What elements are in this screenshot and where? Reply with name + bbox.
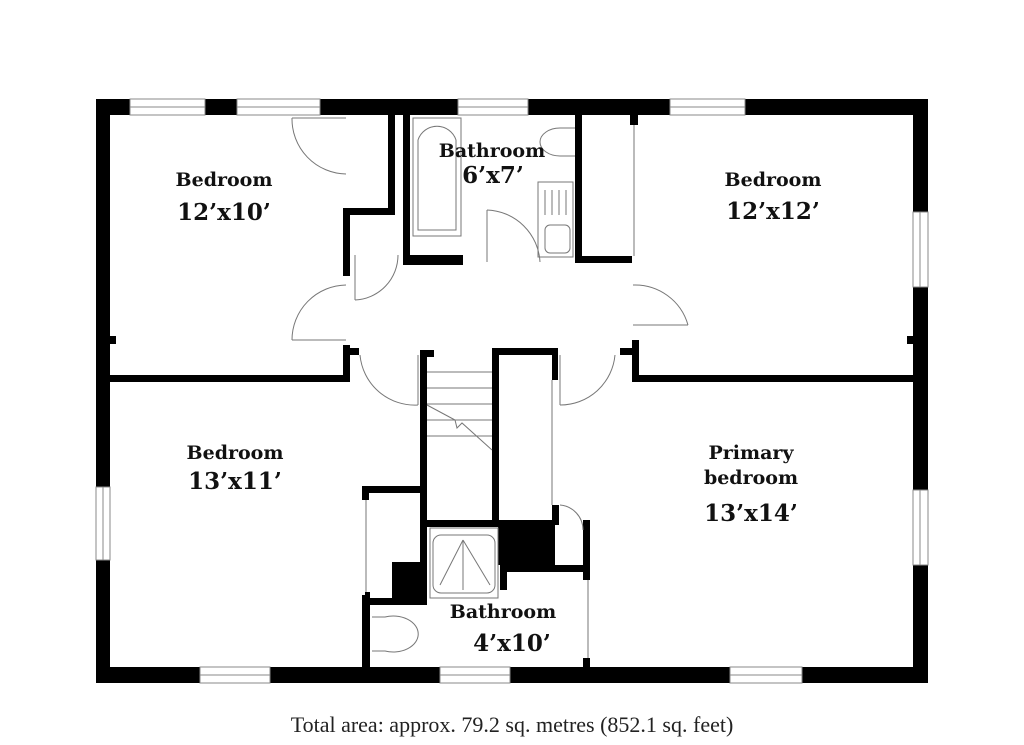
- room-name: Bathroom: [439, 140, 545, 162]
- windows: [95, 98, 929, 684]
- room-name: Bedroom: [187, 442, 284, 464]
- fixtures: [291, 117, 689, 658]
- room-name: bedroom: [704, 467, 798, 489]
- room-size: 6’x7’: [462, 162, 524, 189]
- room-name: Bathroom: [450, 601, 556, 623]
- total-area: Total area: approx. 79.2 sq. metres (852…: [290, 712, 734, 737]
- room-size: 4’x10’: [473, 630, 551, 657]
- room-labels: Bedroom 12’x10’ Bathroom 6’x7’ Bedroom 1…: [176, 140, 822, 657]
- room-name: Bedroom: [176, 169, 273, 191]
- room-size: 13’x14’: [704, 500, 798, 527]
- room-name: Bedroom: [725, 169, 822, 191]
- room-size: 12’x12’: [726, 198, 820, 225]
- room-name: Primary: [709, 442, 795, 464]
- room-size: 13’x11’: [188, 468, 282, 495]
- room-size: 12’x10’: [177, 199, 271, 226]
